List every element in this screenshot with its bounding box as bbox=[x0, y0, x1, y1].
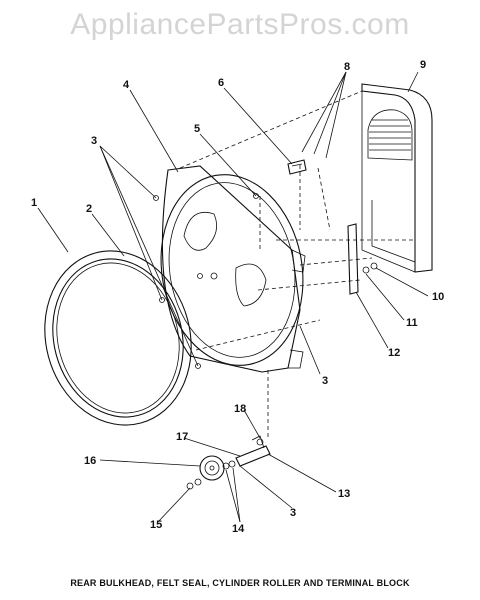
rear-bulkhead bbox=[160, 165, 306, 373]
callout-15: 15 bbox=[150, 519, 162, 531]
diagram-caption: REAR BULKHEAD, FELT SEAL, CYLINDER ROLLE… bbox=[70, 578, 410, 588]
callout-17: 17 bbox=[176, 431, 188, 443]
callout-3-upper-left: 3 bbox=[91, 135, 97, 147]
callout-14: 14 bbox=[232, 523, 245, 535]
callout-3-lower: 3 bbox=[290, 507, 296, 519]
alignment-lines bbox=[179, 90, 415, 440]
rear-panel bbox=[361, 83, 433, 273]
callout-8: 8 bbox=[344, 61, 350, 73]
screws bbox=[153, 193, 259, 369]
bracket bbox=[347, 223, 378, 295]
cylinder-roller bbox=[186, 435, 271, 490]
callout-5: 5 bbox=[194, 123, 200, 135]
callout-1: 1 bbox=[31, 197, 37, 209]
callout-9: 9 bbox=[420, 59, 426, 71]
terminal-block bbox=[287, 159, 307, 175]
callout-3-right: 3 bbox=[322, 375, 328, 387]
watermark: AppliancePartsPros.com bbox=[70, 8, 410, 41]
callouts: 1 2 3 4 5 6 8 9 10 11 12 3 18 17 16 13 3… bbox=[31, 59, 444, 535]
leader-lines bbox=[37, 71, 429, 523]
callout-11: 11 bbox=[406, 317, 418, 329]
callout-10: 10 bbox=[432, 291, 444, 303]
callout-2: 2 bbox=[86, 203, 92, 215]
callout-13: 13 bbox=[338, 488, 350, 500]
felt-seal bbox=[44, 250, 192, 426]
callout-6: 6 bbox=[218, 77, 224, 89]
callout-16: 16 bbox=[84, 455, 96, 467]
callout-18: 18 bbox=[234, 403, 246, 415]
callout-12: 12 bbox=[388, 347, 400, 359]
callout-4: 4 bbox=[123, 79, 130, 91]
